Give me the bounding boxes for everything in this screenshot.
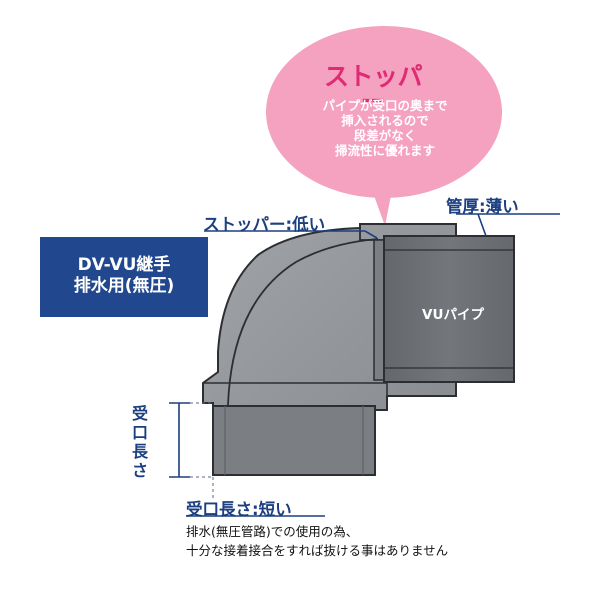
usage-note: 排水(無圧管路)での使用の為、 十分な接着接合をすれば抜ける事はありません [186, 524, 449, 558]
stopper-low-label: ストッパー:低い [203, 215, 326, 234]
wall-thin-label: 管厚:薄い [446, 197, 519, 216]
stopper-callout-bubble [266, 26, 502, 226]
callout-body: パイプが受口の奥まで 挿入されるので 段差がなく 掃流性に優れます [322, 98, 448, 158]
socket-length-short-label: 受口長さ:短い [186, 500, 292, 519]
callout-title: ストッパー [323, 62, 423, 116]
product-badge: DV-VU継手 排水用(無圧) [40, 237, 208, 317]
leader-lines [169, 213, 560, 517]
vu-pipe-label: VUパイプ [422, 307, 484, 323]
dimension-guides [190, 402, 214, 500]
socket-length-vertical-label: 受 口 長 さ [131, 404, 148, 480]
lower-socket [212, 405, 376, 476]
vu-pipe [383, 235, 515, 383]
